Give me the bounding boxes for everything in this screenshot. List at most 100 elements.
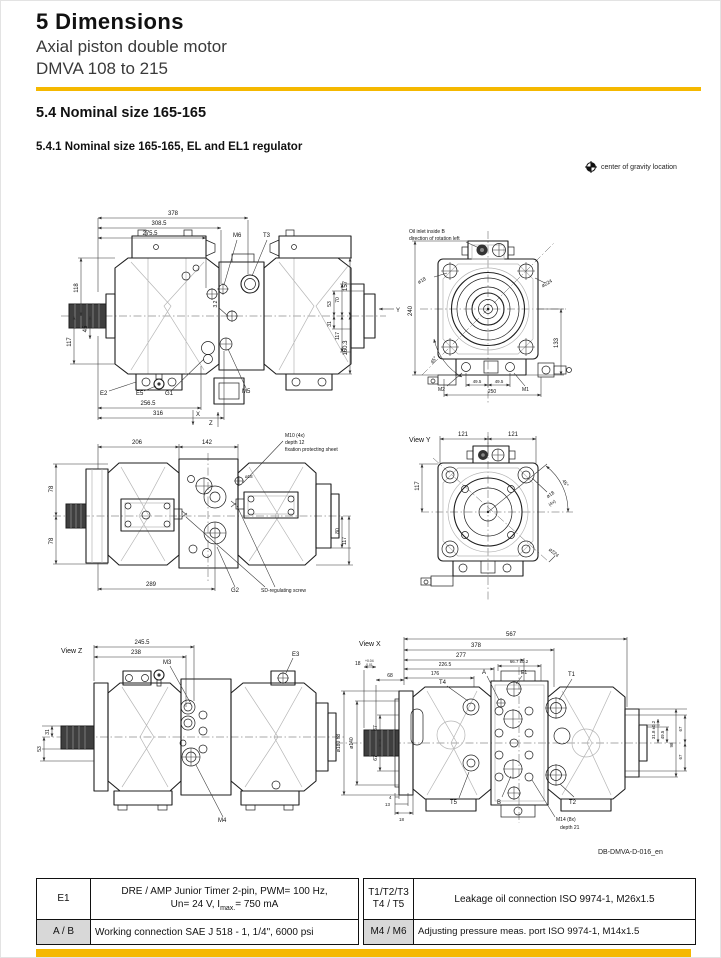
dim-226-5: 226.5 bbox=[439, 662, 452, 668]
port-label-e1: E1 bbox=[521, 670, 527, 676]
dim-78-a: 78 bbox=[49, 485, 55, 492]
page-title: 5 Dimensions bbox=[36, 9, 184, 34]
table-row-ab: A / B Working connection SAE J 518 - 1, … bbox=[37, 919, 358, 944]
dim-31-8: 31.8 ±0.2 bbox=[651, 720, 656, 739]
dim-250: 250 bbox=[488, 389, 497, 395]
dim-316: 316 bbox=[153, 411, 164, 417]
view-x-dimensions: View X 567 378 277 226.5 176 66.7 ±0.2 6… bbox=[336, 632, 687, 831]
dim-80: 80 bbox=[335, 528, 341, 534]
dia-18-label: ø18 bbox=[417, 276, 428, 286]
dim-117-top: 117 bbox=[342, 537, 348, 545]
view-y-drawing: View Y 121 121 117 45° ø18 (4x) ø224 bbox=[409, 432, 573, 602]
port-desc-m4m6: Adjusting pressure meas. port ISO 9974-1… bbox=[418, 925, 640, 937]
port-label-m6: M6 bbox=[233, 233, 242, 239]
port-key-m4m6: M4 / M6 bbox=[364, 920, 414, 944]
port-label-e3: E3 bbox=[292, 652, 300, 658]
angle-45-label: 45° bbox=[430, 356, 439, 366]
dim-275-5: 275.5 bbox=[142, 231, 158, 237]
dim-18-tol-hi: +0.04 bbox=[365, 659, 374, 663]
subsection-heading: 5.4.1 Nominal size 165-165, EL and EL1 r… bbox=[36, 141, 303, 153]
dim-53: 53 bbox=[327, 301, 333, 307]
dim-31: 31 bbox=[327, 321, 333, 327]
dim-567: 567 bbox=[506, 632, 517, 638]
axis-x-label: X bbox=[196, 412, 200, 418]
port-label-t5: T5 bbox=[450, 800, 458, 806]
dia-18-top-label: ø18 bbox=[245, 474, 253, 479]
dim-3-2: 3.2 bbox=[213, 300, 219, 307]
front-view-dimensions: Oil inlet inside B direction of rotation… bbox=[408, 229, 564, 397]
dim-206: 206 bbox=[132, 440, 143, 446]
note-depth12: depth 12 bbox=[285, 440, 305, 446]
port-key-e1: E1 bbox=[37, 879, 91, 919]
dim-49-5-viewx: 49.5 bbox=[660, 730, 665, 739]
table-row-e1: E1 DRE / AMP Junior Timer 2-pin, PWM= 10… bbox=[37, 879, 358, 919]
dim-31-viewz: 31 bbox=[45, 729, 51, 735]
dim-289: 289 bbox=[146, 582, 157, 588]
dim-53-viewz: 53 bbox=[37, 746, 43, 752]
dim-45: 45 bbox=[83, 325, 89, 332]
port-label-b: B bbox=[497, 800, 501, 806]
accent-rule bbox=[36, 87, 701, 91]
dia-224-label: ø224 bbox=[541, 278, 554, 289]
top-view-drawing: 206 142 M10 (4x) depth 12 fixation prote… bbox=[49, 433, 353, 594]
dim-378: 378 bbox=[168, 211, 179, 217]
dim-238: 238 bbox=[131, 650, 142, 656]
note-m14: M14 (8x) bbox=[556, 817, 576, 823]
axis-y-label: Y bbox=[396, 308, 400, 314]
dim-13: 13 bbox=[385, 802, 390, 807]
port-label-g1: G1 bbox=[165, 391, 174, 397]
product-subtitle: Axial piston double motor bbox=[36, 37, 227, 56]
dim-49-5-a: 49.5 bbox=[473, 379, 482, 384]
dia-140-label: ø140 bbox=[349, 737, 355, 749]
bolt-count-viewy: (4x) bbox=[547, 498, 557, 507]
port-key-t: T1/T2/T3 T4 / T5 bbox=[364, 879, 414, 919]
center-of-gravity-label: center of gravity location bbox=[601, 163, 677, 171]
dim-49-5-b: 49.5 bbox=[495, 379, 504, 384]
dim-240: 240 bbox=[408, 305, 414, 316]
dim-67-right-a: 67 bbox=[678, 726, 683, 731]
port-label-t3: T3 bbox=[263, 233, 271, 239]
dim-277: 277 bbox=[456, 653, 467, 659]
view-x-drawing: View X 567 378 277 226.5 176 66.7 ±0.2 6… bbox=[335, 632, 687, 831]
view-x-body bbox=[335, 667, 681, 823]
dim-133: 133 bbox=[554, 337, 560, 348]
dim-142: 142 bbox=[202, 440, 213, 446]
dim-66-7: 66.7 ±0.2 bbox=[510, 659, 529, 664]
port-desc-t: Leakage oil connection ISO 9974-1, M26x1… bbox=[454, 893, 655, 905]
view-z-title: View Z bbox=[61, 648, 83, 655]
side-view-drawing: 378 308.5 275.5 M6 T3 118 45 117 157 70 … bbox=[61, 211, 400, 427]
dim-121-a: 121 bbox=[458, 432, 469, 438]
center-of-gravity-legend: center of gravity location bbox=[585, 161, 677, 173]
dim-98: 98 bbox=[669, 742, 674, 747]
dim-68: 68 bbox=[387, 673, 393, 679]
view-z-body bbox=[42, 669, 346, 811]
note-rotation: direction of rotation left bbox=[409, 236, 460, 242]
port-label-m3: M3 bbox=[163, 660, 172, 666]
view-z-dimensions: View Z 245.5 238 M3 E3 31 53 M4 bbox=[37, 640, 300, 824]
axis-z-label: Z bbox=[209, 421, 213, 427]
port-label-m2: M2 bbox=[438, 387, 445, 393]
port-key-ab: A / B bbox=[37, 920, 91, 944]
dim-4: 4 bbox=[389, 795, 392, 800]
dim-117-right: 117 bbox=[335, 332, 341, 340]
table-row-m4m6: M4 / M6 Adjusting pressure meas. port IS… bbox=[364, 919, 695, 944]
dim-256-5: 256.5 bbox=[140, 401, 156, 407]
view-x-title: View X bbox=[359, 641, 381, 648]
front-view-drawing: Oil inlet inside B direction of rotation… bbox=[408, 229, 572, 405]
dim-117-viewy: 117 bbox=[415, 481, 421, 491]
note-depth21: depth 21 bbox=[560, 825, 580, 831]
view-z-drawing: View Z 245.5 238 M3 E3 31 53 M4 bbox=[37, 640, 346, 824]
dim-176: 176 bbox=[431, 671, 440, 677]
dim-308-5: 308.5 bbox=[151, 221, 167, 227]
port-label-e5: E5 bbox=[136, 391, 144, 397]
drawing-reference: DB-DMVA-D-016_en bbox=[598, 849, 663, 856]
dim-245-5: 245.5 bbox=[134, 640, 150, 646]
side-view-body bbox=[61, 229, 386, 405]
note-m10: M10 (4x) bbox=[285, 433, 305, 439]
port-desc-e1: DRE / AMP Junior Timer 2-pin, PWM= 100 H… bbox=[121, 885, 328, 912]
dim-18-viewx: 18 bbox=[355, 661, 361, 667]
front-view-body bbox=[420, 231, 572, 405]
top-view-body bbox=[53, 453, 351, 581]
sd-screw-label: SD-regulating screw bbox=[261, 588, 306, 594]
